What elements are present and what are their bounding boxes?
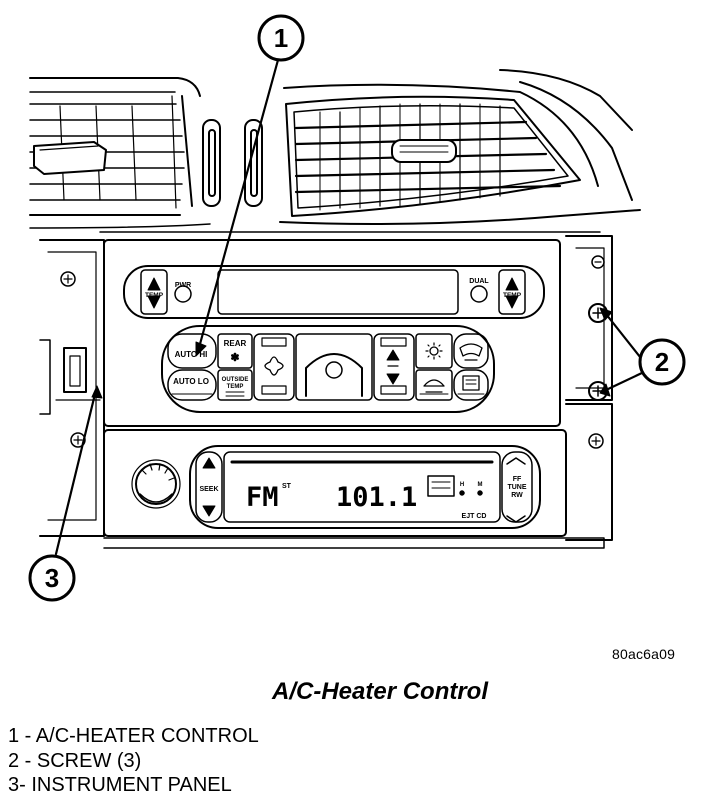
callout-2: 2 [638, 338, 686, 386]
hvac-auto-lo-text: AUTO LO [173, 377, 209, 386]
figure-caption: A/C-Heater Control [272, 678, 489, 705]
center-slots [202, 119, 263, 207]
callout-1: 1 [257, 14, 305, 62]
legend-item: 1 - A/C-HEATER CONTROL [8, 725, 259, 747]
legend-list: 1 - A/C-HEATER CONTROL 2 - SCREW (3) 3- … [8, 724, 259, 798]
radio-frequency-text: 101.1 [336, 482, 417, 513]
radio-rw-text: RW [511, 492, 523, 499]
hvac-auto-hi-text: AUTO HI [175, 350, 208, 359]
callout-1-number: 1 [274, 23, 288, 53]
leader-lines [54, 58, 646, 556]
legend-item: 2 - SCREW (3) [8, 749, 142, 772]
legend-item: 3- INSTRUMENT PANEL [8, 774, 232, 796]
figure-id: 80ac6a09 [612, 646, 676, 662]
hvac-rear-fan-glyph: ✽ [230, 352, 239, 364]
hvac-temp-left-text: TEMP [145, 292, 164, 299]
radio-ind-m-text: M [478, 482, 483, 488]
left-air-vent [29, 95, 193, 209]
hvac-dual-text: DUAL [469, 278, 489, 285]
radio-band-text: FM [246, 482, 279, 513]
hvac-outside-temp-text: TEMP [227, 384, 244, 390]
radio-stereo-text: ST [282, 483, 292, 490]
radio-ff-text: FF [513, 476, 522, 483]
radio-eject-text: EJT CD [462, 513, 487, 520]
hvac-control-unit [103, 239, 561, 427]
hvac-rear-text: REAR [224, 339, 247, 348]
radio-unit [103, 429, 567, 537]
radio-seek-text: SEEK [199, 486, 218, 493]
callout-3: 3 [28, 554, 76, 602]
right-air-vent [285, 95, 581, 217]
instrument-panel-bezel [39, 235, 613, 549]
radio-tune-text: TUNE [507, 484, 526, 491]
diagram-illustration: PWR DUAL TEMP TEMP AUTO HI AUTO LO REAR … [28, 14, 686, 602]
hvac-outside-text: OUTSIDE [222, 377, 249, 383]
hvac-temp-right-text: TEMP [503, 292, 522, 299]
callout-3-number: 3 [45, 563, 59, 593]
dashboard-contour [29, 69, 641, 233]
hvac-pwr-text: PWR [175, 282, 191, 289]
callout-2-number: 2 [655, 347, 669, 377]
radio-ind-h-text: H [460, 482, 464, 488]
